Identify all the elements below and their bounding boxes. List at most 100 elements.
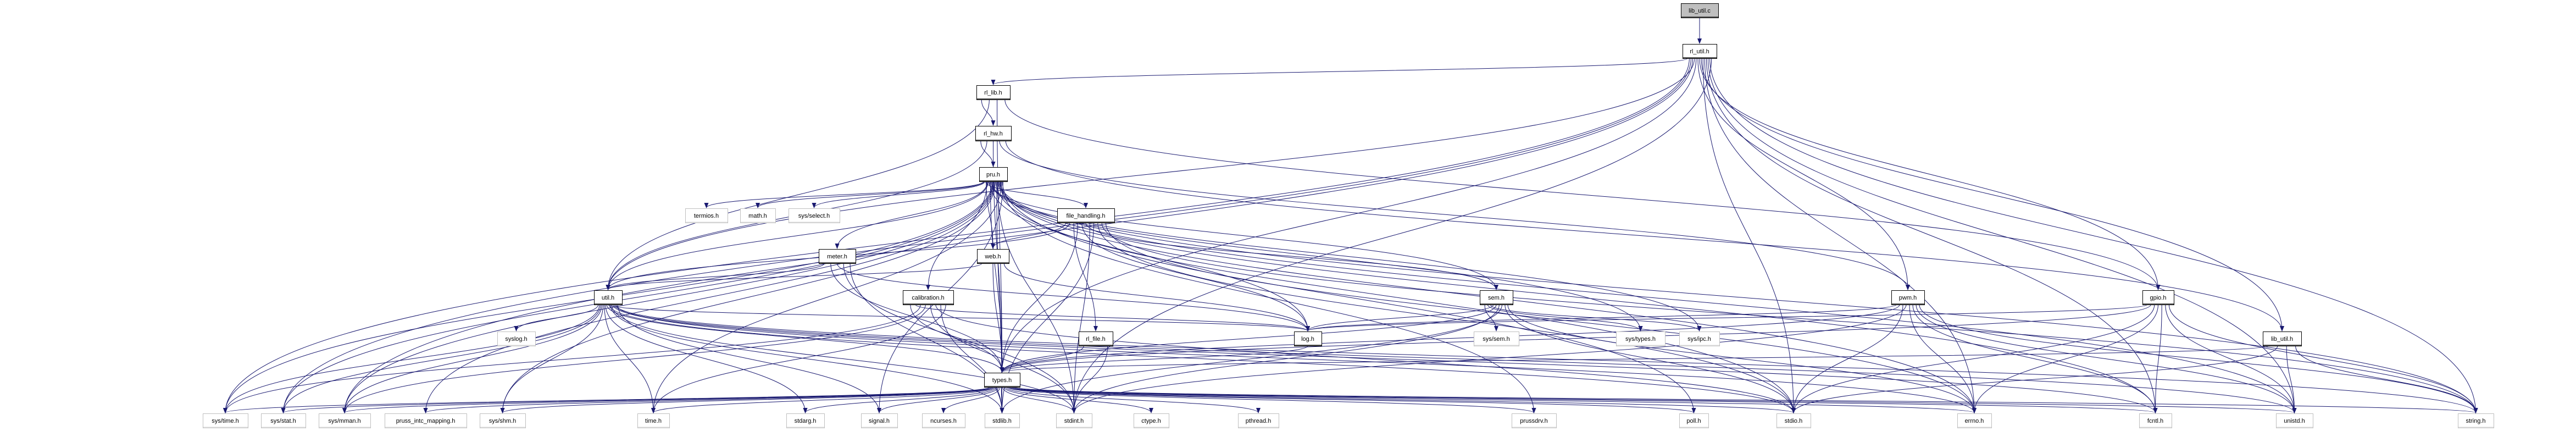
edge-calibration-h-to-sys-time-h — [223, 304, 921, 413]
edge-lib-util-h-to-string-h — [2295, 345, 2478, 413]
edge-pru-h-to-sys-types-h — [991, 181, 1643, 331]
edge-pwm-h-to-string-h — [1919, 304, 2478, 413]
node-file-handling-h[interactable]: file_handling.h — [1057, 208, 1115, 223]
edge-types-h-to-pthread-h — [1005, 386, 1261, 413]
edge-types-h-to-sys-shm-h — [500, 386, 995, 413]
node-label: meter.h — [827, 253, 847, 260]
node-util-h[interactable]: util.h — [594, 290, 623, 305]
edge-pru-h-to-calibration-h — [926, 181, 987, 290]
edge-types-h-to-fcntl-h — [1012, 386, 2157, 413]
edge-layer — [223, 17, 2478, 413]
edge-lib-util-h-to-stdio-h — [1791, 345, 2278, 413]
node-types-h[interactable]: types.h — [984, 373, 1020, 388]
node-rl-hw-h[interactable]: rl_hw.h — [975, 126, 1012, 141]
edge-types-h-to-stdint-h — [1002, 386, 1076, 413]
edge-file-handling-h-to-string-h — [1101, 222, 2478, 413]
edge-types-h-to-poll-h — [1007, 386, 1696, 413]
node-box — [319, 413, 371, 428]
edge-calibration-h-to-stdio-h — [935, 304, 1796, 413]
edge-util-h-to-stdint-h — [611, 304, 1076, 413]
node-box — [1238, 413, 1279, 428]
edge-types-h-to-errno-h — [1010, 386, 1977, 413]
node-stdarg-h: stdarg.h — [786, 413, 825, 428]
node-termios-h: termios.h — [685, 208, 728, 223]
node-ncurses-h: ncurses.h — [922, 413, 965, 428]
edge-types-h-to-stdio-h — [1009, 386, 1796, 413]
edge-types-h-to-pruss-intc-mapping-h — [423, 386, 994, 413]
node-label: signal.h — [869, 418, 890, 424]
node-box — [979, 167, 1008, 182]
node-gpio-h[interactable]: gpio.h — [2142, 290, 2174, 305]
edge-pru-h-to-termios-h — [704, 181, 984, 208]
edge-types-h-to-signal-h — [877, 386, 999, 413]
node-box — [1512, 413, 1557, 428]
node-label: util.h — [602, 295, 614, 301]
node-meter-h[interactable]: meter.h — [819, 249, 856, 264]
edge-rl-util-h-to-sys-mman-h — [342, 58, 1694, 413]
edge-file-handling-h-to-stdio-h — [1097, 222, 1796, 413]
node-label: sys/time.h — [212, 418, 239, 424]
edge-types-h-to-unistd-h — [1013, 386, 2296, 413]
node-web-h[interactable]: web.h — [977, 249, 1009, 264]
node-box — [1616, 331, 1665, 346]
node-box — [497, 331, 536, 346]
node-lib-util-h[interactable]: lib_util.h — [2263, 331, 2302, 346]
node-signal-h: signal.h — [861, 413, 898, 428]
node-syslog-h: syslog.h — [497, 331, 536, 346]
node-label: errno.h — [1965, 418, 1984, 424]
node-label: ncurses.h — [930, 418, 957, 424]
edge-file-handling-h-to-types-h — [1000, 222, 1078, 373]
node-label: rl_file.h — [1086, 336, 1105, 342]
edge-types-h-to-ncurses-h — [941, 386, 1001, 413]
edge-pru-h-to-sys-mman-h — [342, 181, 995, 413]
node-label: sys/mman.h — [328, 418, 360, 424]
edge-log-h-to-types-h — [1000, 345, 1308, 373]
edge-sem-h-to-sys-types-h — [1487, 304, 1643, 331]
node-log-h[interactable]: log.h — [1294, 331, 1322, 346]
node-box — [1891, 290, 1925, 305]
edge-gpio-h-to-log-h — [1306, 304, 2148, 331]
node-label: sys/sem.h — [1483, 336, 1510, 342]
edge-types-h-to-ctype-h — [1003, 386, 1153, 413]
node-pwm-h[interactable]: pwm.h — [1891, 290, 1925, 305]
node-box — [1957, 413, 1992, 428]
node-pru-h[interactable]: pru.h — [979, 167, 1008, 182]
node-errno-h: errno.h — [1957, 413, 1992, 428]
node-calibration-h[interactable]: calibration.h — [903, 290, 954, 305]
edge-rl-util-h-to-unistd-h — [1708, 58, 2297, 413]
edge-types-h-to-time-h — [651, 386, 997, 413]
edge-pru-h-to-stdint-h — [997, 181, 1076, 413]
edge-web-h-to-log-h — [1003, 263, 1310, 331]
edge-types-h-to-stdarg-h — [803, 386, 998, 413]
node-time-h: time.h — [637, 413, 670, 428]
edge-types-h-to-stdlib-h — [1000, 386, 1004, 413]
node-label: sys/stat.h — [270, 418, 296, 424]
edge-types-h-to-sys-time-h — [223, 386, 990, 413]
edge-file-handling-h-to-rl-file-h — [1073, 222, 1098, 331]
node-sys-ipc-h: sys/ipc.h — [1679, 331, 1720, 346]
node-label: syslog.h — [505, 336, 527, 342]
node-label: time.h — [645, 418, 662, 424]
node-box — [819, 249, 856, 264]
node-sem-h[interactable]: sem.h — [1480, 290, 1513, 305]
edge-calibration-h-to-time-h — [651, 304, 946, 413]
edge-rl-lib-h-to-gpio-h — [1004, 99, 2161, 290]
edge-rl-hw-h-to-pwm-h — [999, 140, 1910, 290]
node-box — [1480, 290, 1513, 305]
node-rl-lib-h[interactable]: rl_lib.h — [976, 85, 1011, 100]
node-rl-util-h[interactable]: rl_util.h — [1683, 44, 1717, 59]
node-label: stdlib.h — [992, 418, 1012, 424]
edge-rl-util-h-to-pwm-h — [1697, 58, 1910, 290]
node-box — [2142, 290, 2174, 305]
node-label: sys/shm.h — [489, 418, 517, 424]
node-lib-util-c[interactable]: lib_util.c — [1681, 3, 1719, 18]
node-label: string.h — [2466, 418, 2485, 424]
edge-util-h-to-signal-h — [617, 304, 881, 413]
node-box — [1294, 331, 1322, 346]
edge-pwm-h-to-fcntl-h — [1912, 304, 2158, 413]
node-sys-sem-h: sys/sem.h — [1474, 331, 1519, 346]
node-label: gpio.h — [2150, 295, 2167, 301]
node-rl-file-h[interactable]: rl_file.h — [1079, 331, 1113, 346]
node-label: lib_util.c — [1689, 8, 1711, 14]
